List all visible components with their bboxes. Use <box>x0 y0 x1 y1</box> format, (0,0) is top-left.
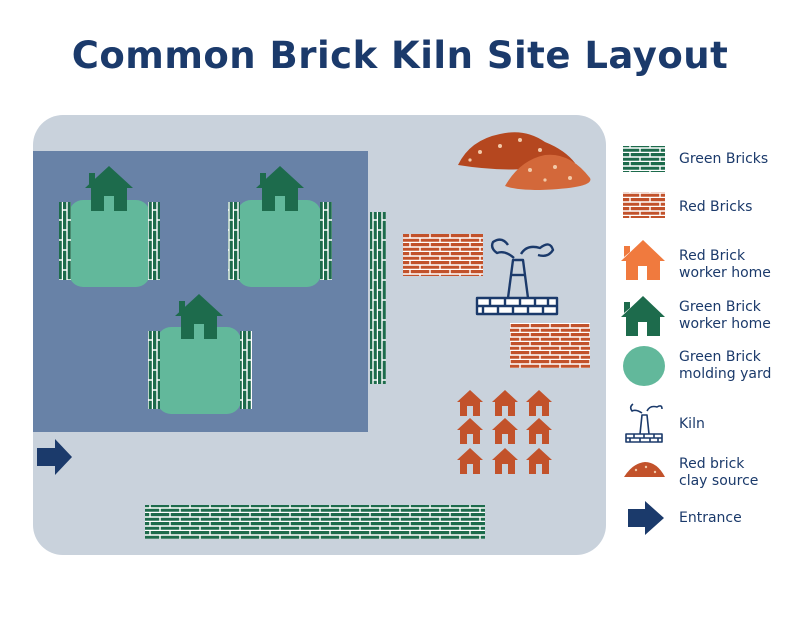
legend-red-home-line2: worker home <box>679 265 771 281</box>
green-home-icon <box>85 166 133 211</box>
legend-green-home-line2: worker home <box>679 316 771 332</box>
red-home-icon <box>526 448 552 474</box>
legend-green-bricks: Green Bricks <box>679 151 769 167</box>
red-brick-stack <box>403 234 483 276</box>
legend-yard-line1: Green Brick <box>679 349 761 365</box>
page-title: Common Brick Kiln Site Layout <box>71 34 729 77</box>
legend-green-home-line1: Green Brick <box>679 299 761 315</box>
clay-pile-icon <box>624 462 665 477</box>
red-home-icon <box>621 240 665 280</box>
red-bricks-icon <box>623 192 665 218</box>
kiln-icon <box>625 403 663 443</box>
legend-red-bricks: Red Bricks <box>679 199 753 215</box>
legend-clay-line1: Red brick <box>679 456 745 472</box>
red-home-icon <box>526 418 552 444</box>
green-brick-stack <box>145 505 485 539</box>
red-home-icon <box>457 448 483 474</box>
legend-red-home: Red Brick worker home <box>679 248 771 282</box>
entrance-arrow-icon <box>37 439 72 475</box>
green-home-icon <box>256 166 304 211</box>
red-home-icon <box>492 448 518 474</box>
clay-pile-icon <box>458 132 591 190</box>
green-home-icon <box>621 296 665 336</box>
legend-entrance: Entrance <box>679 510 742 526</box>
green-brick-wall <box>370 212 386 384</box>
molding-yard <box>148 327 252 414</box>
red-brick-stack <box>510 323 590 368</box>
red-home-icon <box>492 418 518 444</box>
red-homes-grid <box>457 390 552 474</box>
red-home-icon <box>492 390 518 416</box>
arrow-icon <box>628 501 664 535</box>
green-bricks-icon <box>623 146 665 172</box>
legend-yard-line2: molding yard <box>679 366 772 382</box>
red-home-icon <box>457 390 483 416</box>
green-home-icon <box>175 294 223 339</box>
red-home-icon <box>457 418 483 444</box>
legend-green-home: Green Brick worker home <box>679 299 771 333</box>
legend-clay-line2: clay source <box>679 473 759 489</box>
legend-molding-yard: Green Brick molding yard <box>679 349 771 383</box>
molding-yard <box>59 200 160 287</box>
molding-yard <box>228 200 332 287</box>
legend-kiln: Kiln <box>679 416 705 432</box>
kiln-icon <box>475 238 559 316</box>
legend-red-home-line1: Red Brick <box>679 248 746 264</box>
molding-yard-icon <box>623 346 665 386</box>
legend-clay: Red brick clay source <box>679 456 758 490</box>
red-home-icon <box>526 390 552 416</box>
